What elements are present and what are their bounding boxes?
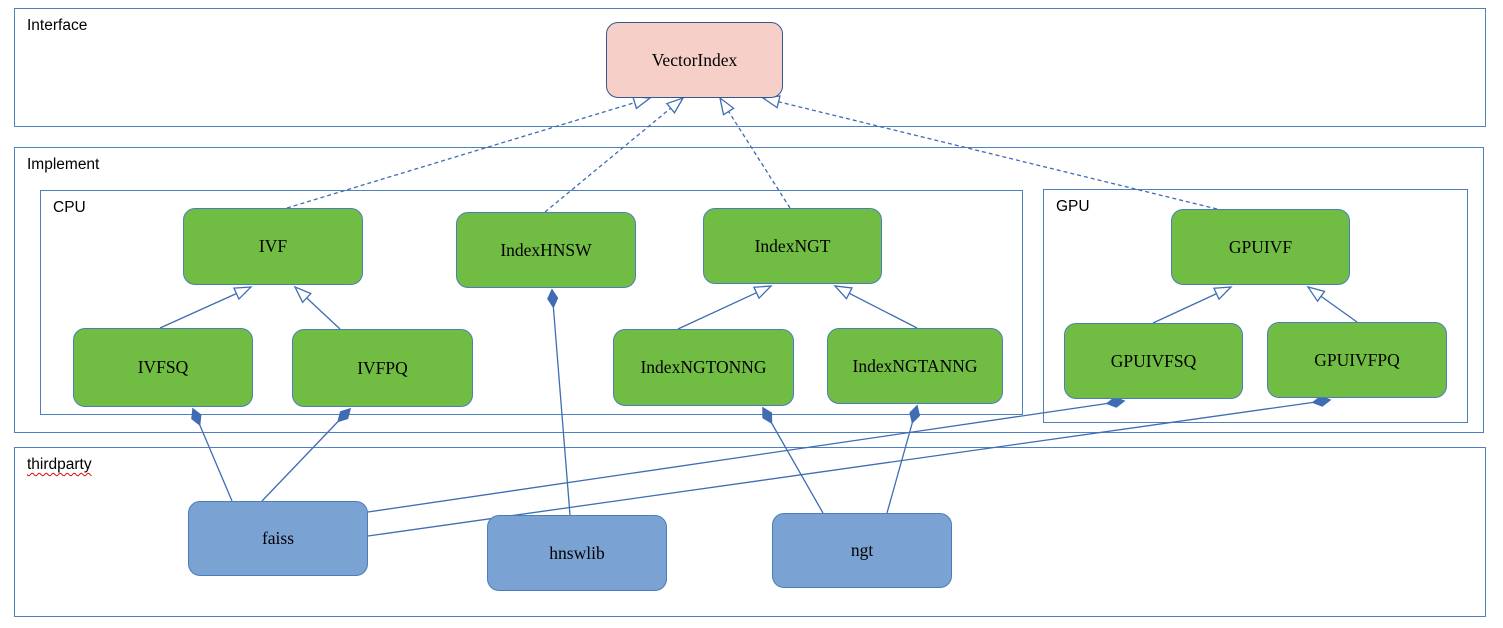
node-ivf-label: IVF bbox=[258, 236, 288, 256]
node-ngt[interactable]: ngt bbox=[772, 513, 952, 588]
edge-gpuivfsq-gpuivf bbox=[1152, 286, 1233, 324]
edge-ngt-indexngtonng bbox=[762, 406, 824, 514]
edge-faiss-gpuivfsq bbox=[367, 396, 1126, 513]
container-thirdparty: thirdparty bbox=[14, 447, 1486, 617]
node-vectorindex-label: VectorIndex bbox=[651, 49, 738, 70]
node-indexngtonng-label: IndexNGTONNG bbox=[640, 357, 767, 377]
container-interface-label: Interface bbox=[27, 17, 88, 34]
node-indexngtonng[interactable]: IndexNGTONNG bbox=[613, 329, 794, 406]
node-indexngt[interactable]: IndexNGT bbox=[703, 208, 882, 284]
container-implement: Implement bbox=[14, 147, 1484, 433]
node-gpuivfsq-label: GPUIVFSQ bbox=[1110, 350, 1197, 371]
node-gpuivfpq[interactable]: GPUIVFPQ bbox=[1267, 322, 1447, 398]
edge-indexngt-vectorindex bbox=[719, 96, 791, 209]
node-indexngt-label: IndexNGT bbox=[754, 235, 831, 256]
node-indexhnsw-label: IndexHNSW bbox=[500, 239, 592, 260]
container-implement-label: Implement bbox=[27, 156, 100, 173]
edge-gpuivfpq-gpuivf bbox=[1306, 285, 1358, 323]
node-vectorindex[interactable]: VectorIndex bbox=[606, 22, 783, 98]
edge-faiss-ivfpq bbox=[261, 407, 352, 502]
node-hnswlib-label: hnswlib bbox=[549, 542, 605, 563]
container-gpu-label: GPU bbox=[1056, 198, 1090, 215]
edge-hnswlib-indexhnsw bbox=[547, 288, 571, 516]
container-gpu: GPU bbox=[1043, 189, 1468, 423]
node-indexngtanng-label: IndexNGTANNG bbox=[852, 355, 978, 376]
container-interface: Interface bbox=[14, 8, 1486, 127]
edge-faiss-gpuivfpq bbox=[367, 395, 1332, 537]
node-ivf[interactable]: IVF bbox=[183, 208, 363, 285]
node-indexngtanng[interactable]: IndexNGTANNG bbox=[827, 328, 1003, 404]
container-cpu: CPU bbox=[40, 190, 1023, 415]
edge-ivfpq-ivf bbox=[293, 285, 341, 330]
container-cpu-label: CPU bbox=[53, 199, 86, 216]
node-ivfpq[interactable]: IVFPQ bbox=[292, 329, 473, 407]
edge-indexngtanng-indexngt bbox=[833, 285, 918, 329]
node-gpuivfpq-label: GPUIVFPQ bbox=[1314, 349, 1400, 370]
node-ivfpq-label: IVFPQ bbox=[357, 357, 408, 378]
node-ngt-label: ngt bbox=[850, 540, 874, 560]
node-ivfsq-label: IVFSQ bbox=[137, 357, 189, 377]
node-faiss[interactable]: faiss bbox=[188, 501, 368, 576]
edge-ngt-indexngtanng bbox=[886, 404, 921, 514]
node-gpuivf[interactable]: GPUIVF bbox=[1171, 209, 1350, 285]
edge-gpuivf-vectorindex bbox=[761, 95, 1218, 210]
node-gpuivfsq[interactable]: GPUIVFSQ bbox=[1064, 323, 1243, 399]
edge-indexhnsw-vectorindex bbox=[544, 96, 685, 213]
node-faiss-label: faiss bbox=[261, 528, 295, 548]
edge-ivf-vectorindex bbox=[286, 96, 652, 209]
edge-ivfsq-ivf bbox=[159, 286, 253, 329]
edge-faiss-ivfsq bbox=[191, 407, 233, 502]
node-indexhnsw[interactable]: IndexHNSW bbox=[456, 212, 636, 288]
container-thirdparty-label: thirdparty bbox=[27, 456, 92, 473]
edge-indexngtonng-indexngt bbox=[677, 285, 773, 330]
node-ivfsq[interactable]: IVFSQ bbox=[73, 328, 253, 407]
node-hnswlib[interactable]: hnswlib bbox=[487, 515, 667, 591]
node-gpuivf-label: GPUIVF bbox=[1228, 236, 1293, 257]
